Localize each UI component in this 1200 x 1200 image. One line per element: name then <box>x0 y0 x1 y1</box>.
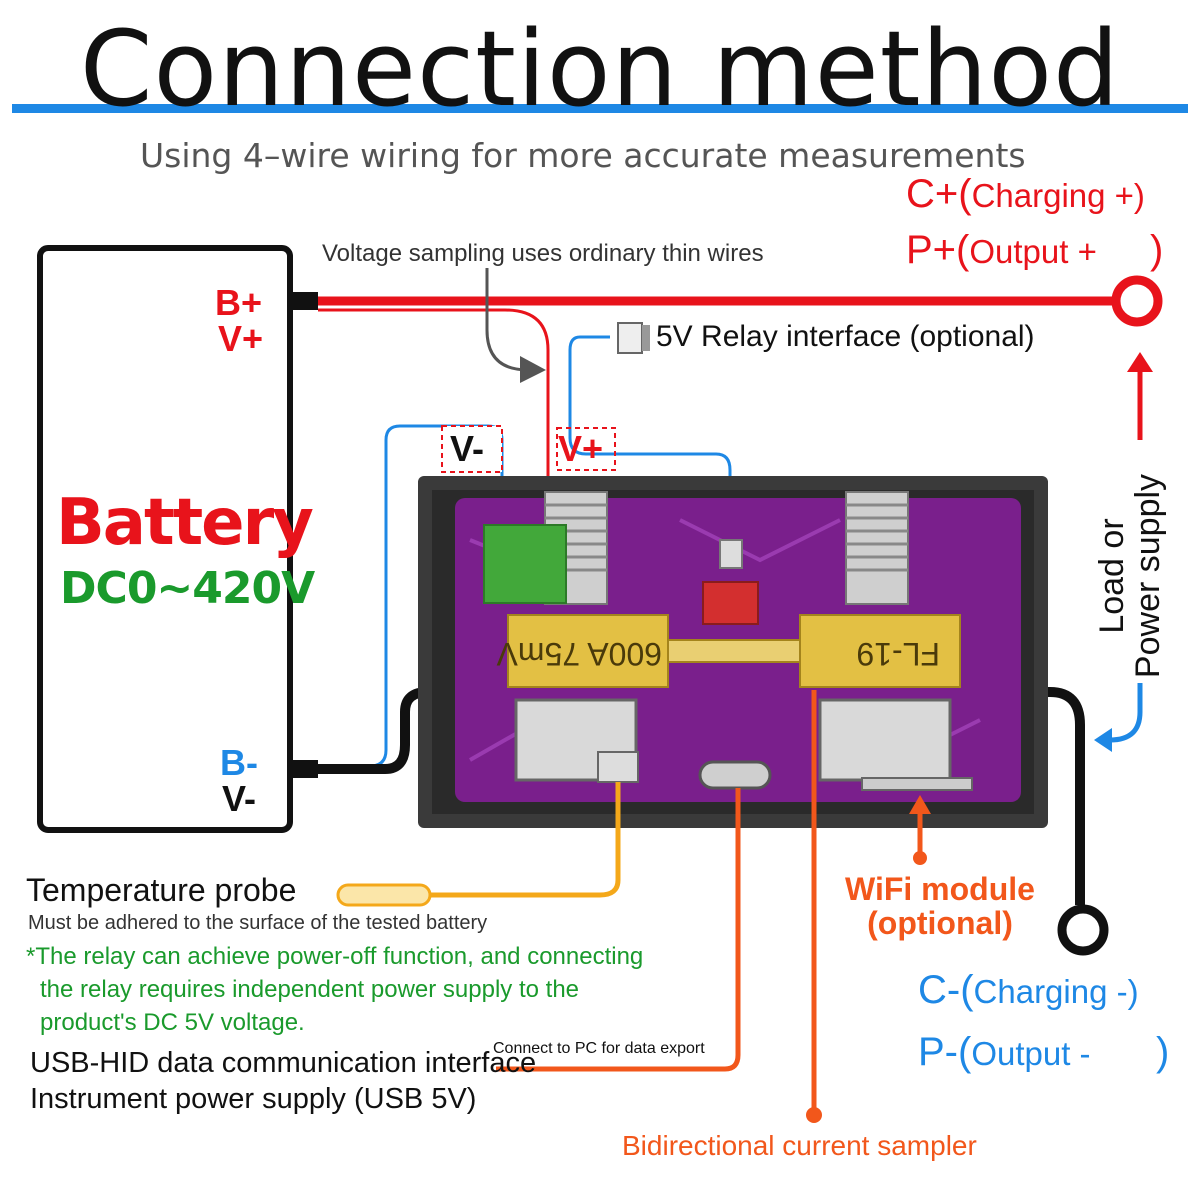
green-terminal-block <box>483 524 567 604</box>
load-or-power-label: Load or Power supply <box>1093 456 1167 696</box>
c-minus-label: C-(Charging -) <box>918 968 1139 1013</box>
p-minus-label: P-(Output - <box>918 1030 1091 1075</box>
relay-plug <box>719 539 743 569</box>
shunt-model-label: FL-19 <box>856 636 940 672</box>
p-minus-prefix: P-( <box>918 1030 972 1074</box>
positive-terminal-ring <box>1111 275 1163 327</box>
battery-box <box>37 245 293 833</box>
battery-b-minus-label: B- <box>220 742 258 783</box>
p-plus-label: P+(Output + <box>906 228 1097 273</box>
relay-connector-cap <box>642 325 650 351</box>
c-plus-label: C+(Charging +) <box>906 172 1145 217</box>
temperature-probe-wire <box>428 782 621 898</box>
page-subtitle: Using 4–wire wiring for more accurate me… <box>140 136 1026 175</box>
temperature-probe <box>336 883 432 907</box>
relay-interface-label: 5V Relay interface (optional) <box>656 320 1035 353</box>
p-minus-close: ) <box>1156 1030 1170 1074</box>
shunt-bar <box>667 639 801 663</box>
usb-label-line2: Instrument power supply (USB 5V) <box>30 1083 477 1115</box>
c-plus-prefix: C+( <box>906 172 972 216</box>
battery-pos-terminal <box>290 292 318 310</box>
relay-wire <box>568 335 732 540</box>
current-sampler-dot <box>806 1107 822 1123</box>
voltage-sampling-note: Voltage sampling uses ordinary thin wire… <box>322 240 764 267</box>
board-v-minus-label: V- <box>450 428 485 469</box>
p-minus-detail: Output - <box>971 1035 1091 1072</box>
relay-note-line1: *The relay can achieve power-off functio… <box>26 943 644 970</box>
relay-header <box>702 581 759 625</box>
load-arrow-blue-head <box>1094 728 1112 752</box>
battery-range: DC0~420V <box>60 563 315 614</box>
wifi-module-label: WiFi module (optional) <box>830 872 1050 940</box>
v-minus-box <box>441 425 503 473</box>
sampling-arrow <box>485 268 529 372</box>
shunt-right-block <box>799 614 961 688</box>
v-plus-sense-wire <box>318 308 550 520</box>
negative-output-wire <box>910 687 1085 905</box>
temperature-probe-label: Temperature probe <box>26 872 297 908</box>
temperature-connector <box>597 751 639 783</box>
c-minus-prefix: C-( <box>918 968 974 1012</box>
shunt-rating-label: 600A 75mV <box>496 636 662 672</box>
relay-connector <box>617 322 643 354</box>
load-label-line2: Power supply <box>1129 473 1167 679</box>
usb-pc-note: Connect to PC for data export <box>493 1040 705 1057</box>
battery-b-plus-label: B+ <box>215 282 263 323</box>
battery-neg-terminal <box>290 760 318 778</box>
wifi-label-line2: (optional) <box>867 905 1013 941</box>
page-title: Connection method <box>79 8 1121 130</box>
board-v-plus-label: V+ <box>558 428 604 469</box>
title-underline <box>12 104 1188 113</box>
usb-wire <box>496 788 741 1072</box>
negative-terminal-ring <box>1057 904 1109 956</box>
right-nut-lower <box>818 698 952 782</box>
current-sampler-label: Bidirectional current sampler <box>622 1130 977 1161</box>
usb-label-line1: USB-HID data communication interface <box>30 1047 537 1079</box>
relay-note: *The relay can achieve power-off functio… <box>26 940 643 1039</box>
relay-note-line2: the relay requires independent power sup… <box>40 976 580 1003</box>
load-label-line1: Load or <box>1093 518 1131 634</box>
v-plus-box <box>556 427 616 471</box>
battery-v-minus-label: V- <box>222 778 257 819</box>
sampling-arrowhead <box>520 356 546 383</box>
c-minus-detail: Charging -) <box>973 973 1139 1010</box>
wifi-arrow-head <box>909 795 931 814</box>
load-arrow-red-head <box>1127 352 1153 372</box>
battery-v-plus-label: V+ <box>218 318 264 359</box>
relay-note-line3: product's DC 5V voltage. <box>40 1009 305 1036</box>
wifi-slot <box>861 777 973 791</box>
load-arrow-blue-shaft <box>1109 683 1143 743</box>
shunt-left-block <box>507 614 669 688</box>
p-plus-detail: Output + <box>969 233 1097 270</box>
p-plus-prefix: P+( <box>906 228 970 272</box>
wifi-label-line1: WiFi module <box>845 871 1035 907</box>
battery-name: Battery <box>56 486 314 560</box>
usb-c-port <box>698 760 772 790</box>
wifi-arrow-dot <box>913 851 927 865</box>
c-plus-detail: Charging +) <box>971 177 1145 214</box>
right-stud-upper <box>845 491 909 605</box>
usb-label: USB-HID data communication interface Ins… <box>30 1045 536 1117</box>
p-plus-close: ) <box>1150 228 1164 272</box>
temperature-probe-note: Must be adhered to the surface of the te… <box>28 912 488 934</box>
